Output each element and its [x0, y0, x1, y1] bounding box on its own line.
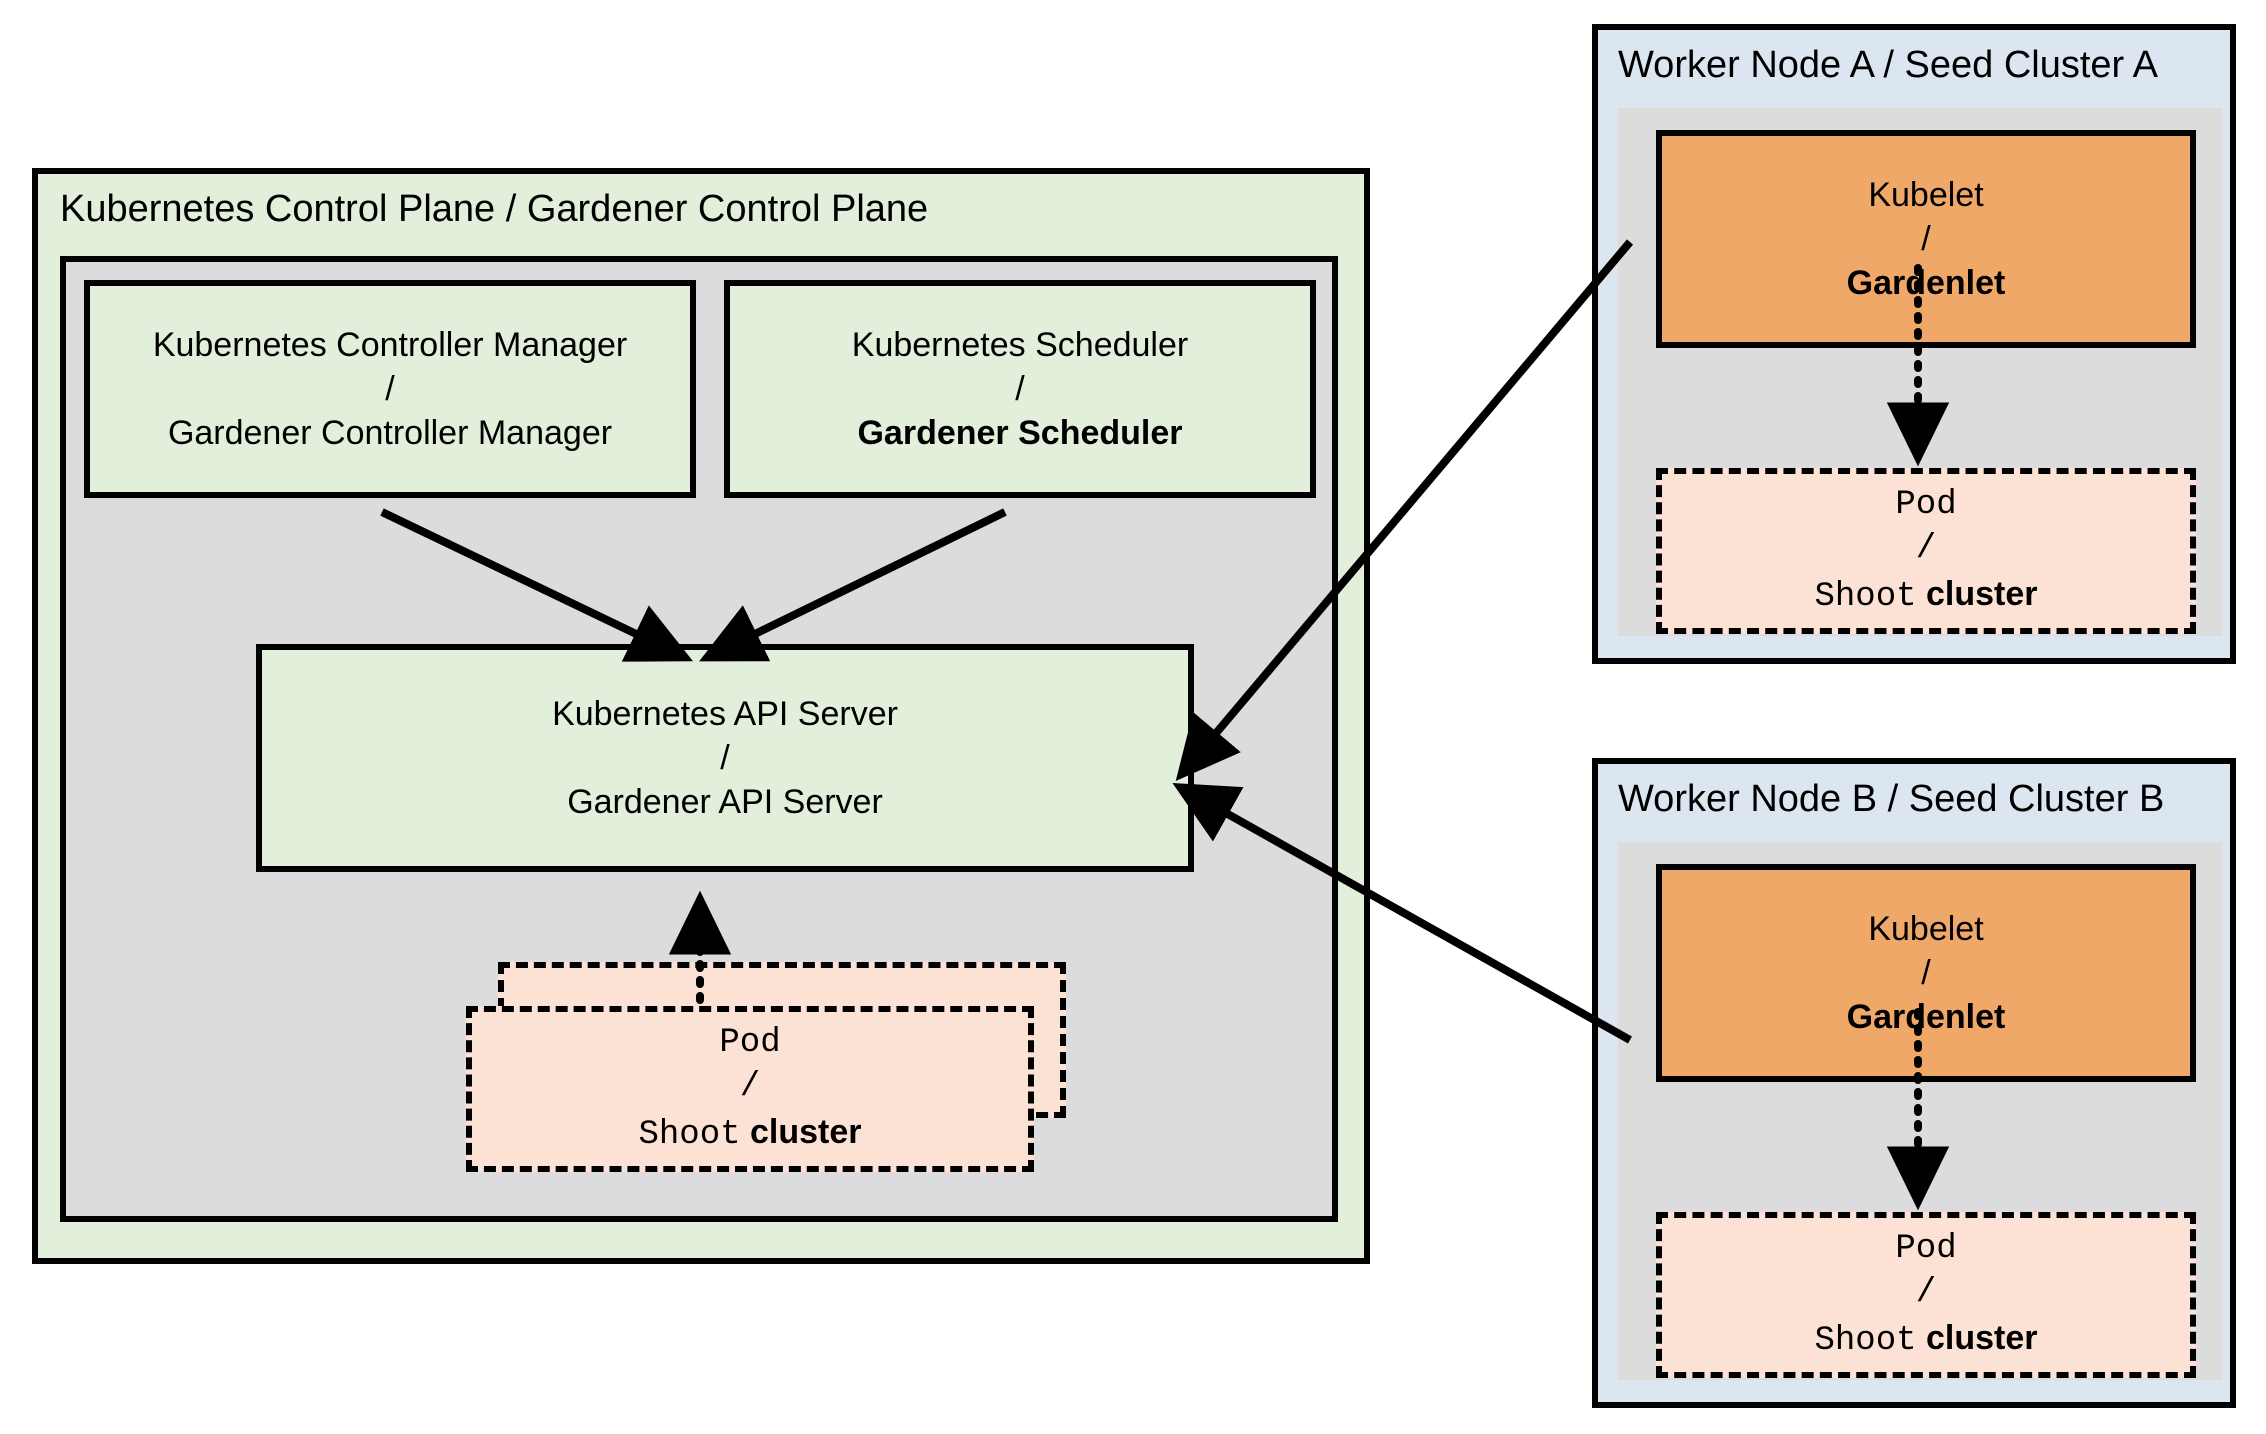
controller-manager-line-1: Kubernetes Controller Manager	[152, 325, 628, 364]
seed-a-kubelet-separator: /	[1921, 219, 1931, 258]
kubernetes-controller-manager-box[interactable]: Kubernetes Controller Manager / Gardener…	[84, 280, 696, 498]
controller-manager-line-2: Gardener Controller Manager	[167, 414, 613, 453]
seed-cluster-a-header: Worker Node A / Seed Cluster A	[1618, 44, 2159, 86]
control-plane-pod-line-2: Shoot cluster	[639, 1110, 862, 1157]
kubernetes-scheduler-box[interactable]: Kubernetes Scheduler / Gardener Schedule…	[724, 280, 1316, 498]
api-server-separator: /	[720, 738, 730, 777]
seed-cluster-a-inner-area: Kubelet / Gardenlet Pod / Shoot cluster	[1618, 108, 2222, 636]
seed-a-kubelet-line-2: Gardenlet	[1846, 264, 2006, 303]
api-server-line-2: Gardener API Server	[567, 783, 883, 822]
control-plane-container: Kubernetes Control Plane / Gardener Cont…	[32, 168, 1370, 1264]
seed-cluster-b-inner-area: Kubelet / Gardenlet Pod / Shoot cluster	[1618, 842, 2222, 1380]
seed-a-pod-line-1: Pod	[1895, 486, 1957, 525]
control-plane-pod-cluster-text: cluster	[749, 1112, 862, 1151]
control-plane-pod-line-1: Pod	[719, 1024, 781, 1063]
seed-a-pod-cluster-text: cluster	[1925, 574, 2038, 613]
scheduler-line-1: Kubernetes Scheduler	[851, 325, 1189, 364]
seed-cluster-b-kubelet-box[interactable]: Kubelet / Gardenlet	[1656, 864, 2196, 1082]
seed-a-pod-separator: /	[1915, 530, 1937, 569]
control-plane-header: Kubernetes Control Plane / Gardener Cont…	[60, 188, 929, 230]
control-plane-pod-separator: /	[739, 1068, 761, 1107]
seed-b-kubelet-line-1: Kubelet	[1868, 909, 1984, 948]
seed-cluster-b-pod-box[interactable]: Pod / Shoot cluster	[1656, 1212, 2196, 1378]
scheduler-separator: /	[1015, 369, 1025, 408]
seed-a-kubelet-line-1: Kubelet	[1868, 175, 1984, 214]
api-server-line-1: Kubernetes API Server	[552, 694, 898, 733]
seed-b-pod-shoot-text: Shoot	[1814, 1321, 1917, 1360]
kubernetes-api-server-box[interactable]: Kubernetes API Server / Gardener API Ser…	[256, 644, 1194, 872]
controller-manager-separator: /	[385, 369, 395, 408]
seed-b-pod-separator: /	[1915, 1274, 1937, 1313]
seed-a-pod-shoot-text: Shoot	[1814, 577, 1917, 616]
seed-a-pod-line-2: Shoot cluster	[1815, 572, 2038, 619]
worker-node-b-seed-cluster-b-panel: Worker Node B / Seed Cluster B Kubelet /…	[1592, 758, 2236, 1408]
seed-b-pod-line-2: Shoot cluster	[1815, 1316, 2038, 1363]
scheduler-line-2: Gardener Scheduler	[857, 414, 1183, 453]
seed-cluster-b-header: Worker Node B / Seed Cluster B	[1618, 778, 2165, 820]
seed-b-kubelet-separator: /	[1921, 953, 1931, 992]
seed-cluster-a-kubelet-box[interactable]: Kubelet / Gardenlet	[1656, 130, 2196, 348]
seed-b-pod-cluster-text: cluster	[1925, 1318, 2038, 1357]
worker-node-a-seed-cluster-a-panel: Worker Node A / Seed Cluster A Kubelet /…	[1592, 24, 2236, 664]
seed-b-kubelet-line-2: Gardenlet	[1846, 998, 2006, 1037]
seed-b-pod-line-1: Pod	[1895, 1230, 1957, 1269]
control-plane-inner-area: Kubernetes Controller Manager / Gardener…	[60, 256, 1338, 1222]
control-plane-pod-shoot-text: Shoot	[638, 1115, 741, 1154]
seed-cluster-a-pod-box[interactable]: Pod / Shoot cluster	[1656, 468, 2196, 634]
control-plane-pod-box[interactable]: Pod / Shoot cluster	[466, 1006, 1034, 1172]
